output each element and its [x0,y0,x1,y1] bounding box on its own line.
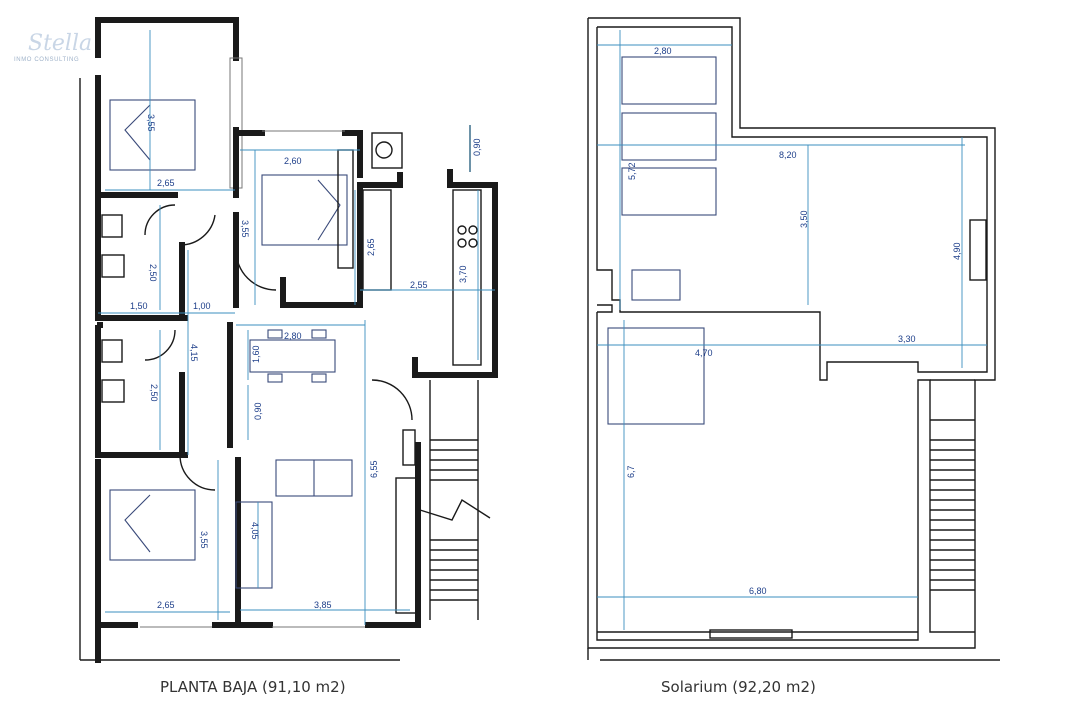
ground-floor-dimension-lines [98,30,495,625]
chair [311,329,327,339]
solarium-staircase [930,379,975,591]
washer-drum [375,141,393,159]
dim-label-bedroom1-width: 2,65 [157,178,175,188]
dim-label-bath2-height: 2,50 [149,384,159,402]
dim-label-bedroom2-height: 3,55 [240,220,250,238]
sun-lounger [621,56,717,105]
chair [267,373,283,383]
door-swing [144,204,176,236]
door-swing [179,454,216,491]
dim-label-bedroom2-width: 2,60 [284,156,302,166]
laundry-wall [357,172,403,188]
dim-label-bedroom3-width: 2,65 [157,600,175,610]
dim-label-top-width: 2,80 [654,46,672,56]
dim-label-laundry-height: 0,90 [472,138,482,156]
kitchen-wall [412,169,498,378]
living-wall-bottom-right [365,442,421,628]
logo-wordmark: Stella [28,31,92,56]
sun-lounger [621,112,717,161]
toilet [101,379,125,403]
dim-label-right-height: 4,90 [952,242,962,260]
double-bed [109,489,196,561]
solarium-dimension-lines [597,30,987,630]
dim-label-upper-width: 8,20 [779,150,797,160]
exterior-wall [95,17,239,61]
company-logo: Stella INMO CONSULTING [14,31,92,63]
door-swing [235,249,277,291]
staircase [419,380,491,620]
dim-label-left-height: 5,72 [627,162,637,180]
door-swing [144,329,176,361]
dim-label-living-height: 6,55 [369,460,379,478]
solarium-outline-inner [596,26,988,381]
bed-pillow-fold [124,494,151,553]
dim-label-bottom-width: 6,80 [749,586,767,596]
dim-label-door-gap: 0,90 [253,402,263,420]
toilet [101,254,125,278]
solarium-lower-outline [597,304,613,313]
hob-burner [468,225,478,235]
washer [371,132,403,169]
double-bed [261,174,348,246]
hob-burner [457,238,467,248]
bedroom2-closet-wall [280,187,363,308]
hob-burner [457,225,467,235]
tv-unit [395,477,417,614]
bed-pillow-fold [124,104,151,161]
washbasin [101,214,123,238]
hob-burner [468,238,478,248]
dim-label-dining-width: 2,80 [284,331,302,341]
entry-door-swing [371,379,413,421]
solarium-plan: 2,80 8,20 5,72 3,50 4,90 4,70 3,30 6,7 6… [587,17,1000,661]
solarium-outline-outer [587,17,996,649]
dim-label-bedroom1-height: 3,55 [146,114,156,132]
outdoor-seating [607,327,705,425]
sun-lounger [621,167,717,216]
dim-label-kitchen-height: 3,70 [458,265,468,283]
dim-label-closet-height: 2,65 [366,238,376,256]
dim-label-lower-height: 6,7 [626,465,636,478]
entry-cabinet [402,429,416,466]
dim-label-sofa-zone-height: 4,05 [250,522,260,540]
double-bed [109,99,196,171]
door-swing [179,214,216,246]
chair [267,329,283,339]
dim-label-lower-left-width: 4,70 [695,348,713,358]
dim-label-bedroom3-height: 3,55 [199,531,209,549]
stair-break-line [419,498,491,521]
solarium-glazing [709,629,793,639]
logo-tagline: INMO CONSULTING [14,57,79,63]
wardrobe [337,149,354,269]
solarium-lower-parapet [596,312,975,641]
washbasin [101,339,123,363]
dim-label-bath1-height: 2,50 [148,264,158,282]
dim-label-lower-right-width: 3,30 [898,334,916,344]
outdoor-table [631,269,681,301]
ground-floor-plan: 3,55 2,65 2,50 1,50 1,00 4,15 2,50 3,55 … [79,17,498,663]
dim-label-dining-height: 1,60 [251,345,261,363]
dim-label-mid-height: 3,50 [799,210,809,228]
dim-label-hall-height: 4,15 [189,344,199,362]
dim-label-living-width: 3,85 [314,600,332,610]
dining-table [249,339,336,373]
ground-floor-caption: PLANTA BAJA (91,10 m2) [160,678,346,696]
dim-label-bath-width: 1,50 [130,301,148,311]
dim-label-kitchen-width: 2,55 [410,280,428,290]
kitchen-counter [452,189,482,366]
bedroom2-wall-right [342,130,363,178]
chair [311,373,327,383]
sofa [235,501,273,589]
vent-unit [969,219,987,281]
solarium-caption: Solarium (92,20 m2) [661,678,816,696]
dim-label-hall-width: 1,00 [193,301,211,311]
bed-pillow-fold [317,179,341,241]
